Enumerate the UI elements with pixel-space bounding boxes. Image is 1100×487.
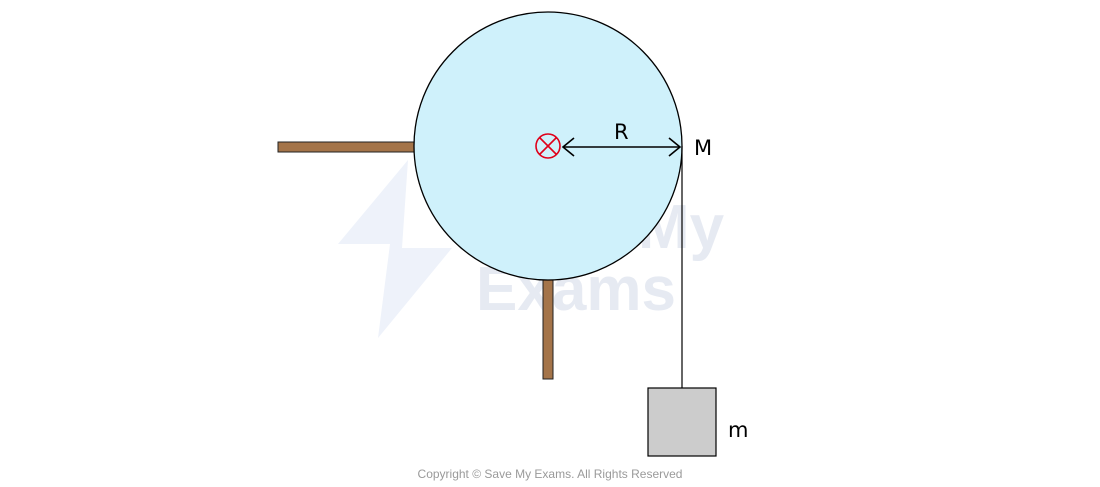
copyright-footer: Copyright © Save My Exams. All Rights Re… (417, 467, 683, 481)
hanging-block (647, 387, 717, 457)
wheel-mass-label: M (694, 136, 712, 160)
horizontal-support-rod (277, 141, 417, 153)
watermark-logo-icon (338, 160, 452, 338)
hanging-mass-label: m (728, 418, 748, 442)
axis-into-page-icon (535, 133, 561, 159)
vertical-support-rod (542, 277, 554, 380)
radius-arrow (561, 137, 682, 157)
radius-label: R (614, 120, 629, 144)
